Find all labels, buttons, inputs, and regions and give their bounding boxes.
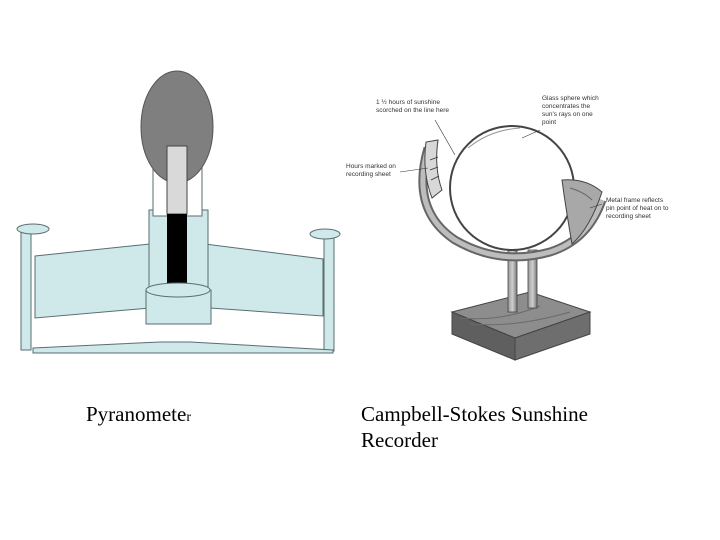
- annotation-sunshine-scorched: 1 ½ hours of sunshine scorched on the li…: [376, 98, 449, 114]
- left-post-cap: [16, 223, 50, 235]
- pyranometer-caption-main: Pyranomete: [86, 402, 187, 426]
- pyranometer-caption: Pyranometer: [86, 401, 191, 431]
- collar-top: [145, 282, 211, 298]
- recorder-caption-line2: Recorder: [361, 428, 438, 452]
- metal-frame-reflector: [561, 179, 603, 245]
- recorder-caption: Campbell-Stokes Sunshine Recorder: [361, 401, 691, 453]
- glass-sphere: [449, 125, 575, 251]
- right-post-cap: [309, 228, 341, 240]
- left-post: [20, 227, 32, 351]
- annotation-hours-marked: Hours marked on recording sheet: [346, 163, 398, 178]
- pyranometer-caption-tail: r: [186, 410, 191, 425]
- pyranometer-illustration: [15, 60, 345, 360]
- support-post-right: [527, 249, 538, 309]
- wooden-base-side: [514, 311, 591, 361]
- recorder-caption-line1: Campbell-Stokes Sunshine: [361, 402, 588, 426]
- sunshine-recorder-illustration: 1 ½ hours of sunshine scorched on the li…: [340, 60, 690, 370]
- sensor-stem-light: [166, 145, 188, 215]
- right-post: [323, 235, 335, 352]
- annotation-metal-frame: Metal frame reflects pin point of heat o…: [606, 197, 670, 220]
- bottom-rail: [32, 341, 334, 354]
- sensor-stem-dark: [167, 214, 187, 290]
- annotation-glass-sphere: Glass sphere which concentrates the sun'…: [542, 95, 601, 126]
